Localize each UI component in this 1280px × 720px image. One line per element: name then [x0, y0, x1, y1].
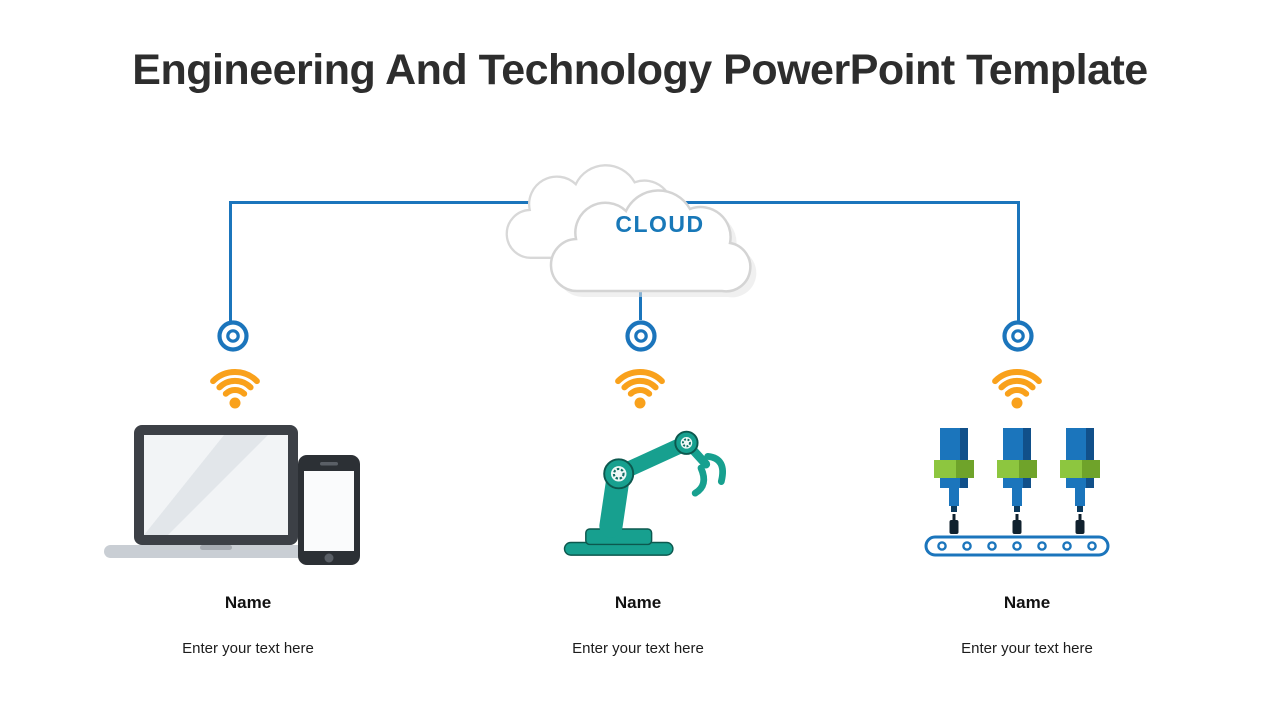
item-text-block: Name Enter your text here: [128, 593, 368, 657]
connector-line-right: [1017, 201, 1020, 321]
item-name-placeholder: Name: [1003, 593, 1051, 612]
node-circle-icon: [622, 317, 660, 355]
node-circle-icon: [214, 317, 252, 355]
item-name-placeholder: Name: [224, 593, 272, 612]
item-name-placeholder: Name: [614, 593, 662, 612]
bottling-machine-icon: [922, 426, 1112, 561]
connector-line-left: [229, 201, 232, 321]
cloud-icon: [488, 143, 792, 299]
robot-arm-icon: [540, 408, 740, 558]
item-text-block: Name Enter your text here: [907, 593, 1147, 657]
item-description-placeholder: Enter your text here: [182, 640, 314, 657]
wifi-icon: [202, 357, 268, 409]
item-description-placeholder: Enter your text here: [961, 640, 1093, 657]
item-text-block: Name Enter your text here: [518, 593, 758, 657]
node-circle-icon: [999, 317, 1037, 355]
cloud-label: CLOUD: [615, 211, 705, 237]
laptop-phone-icon: [100, 423, 365, 566]
wifi-icon: [607, 357, 673, 409]
page-title: Engineering And Technology PowerPoint Te…: [132, 46, 1148, 94]
wifi-icon: [984, 357, 1050, 409]
item-description-placeholder: Enter your text here: [572, 640, 704, 657]
